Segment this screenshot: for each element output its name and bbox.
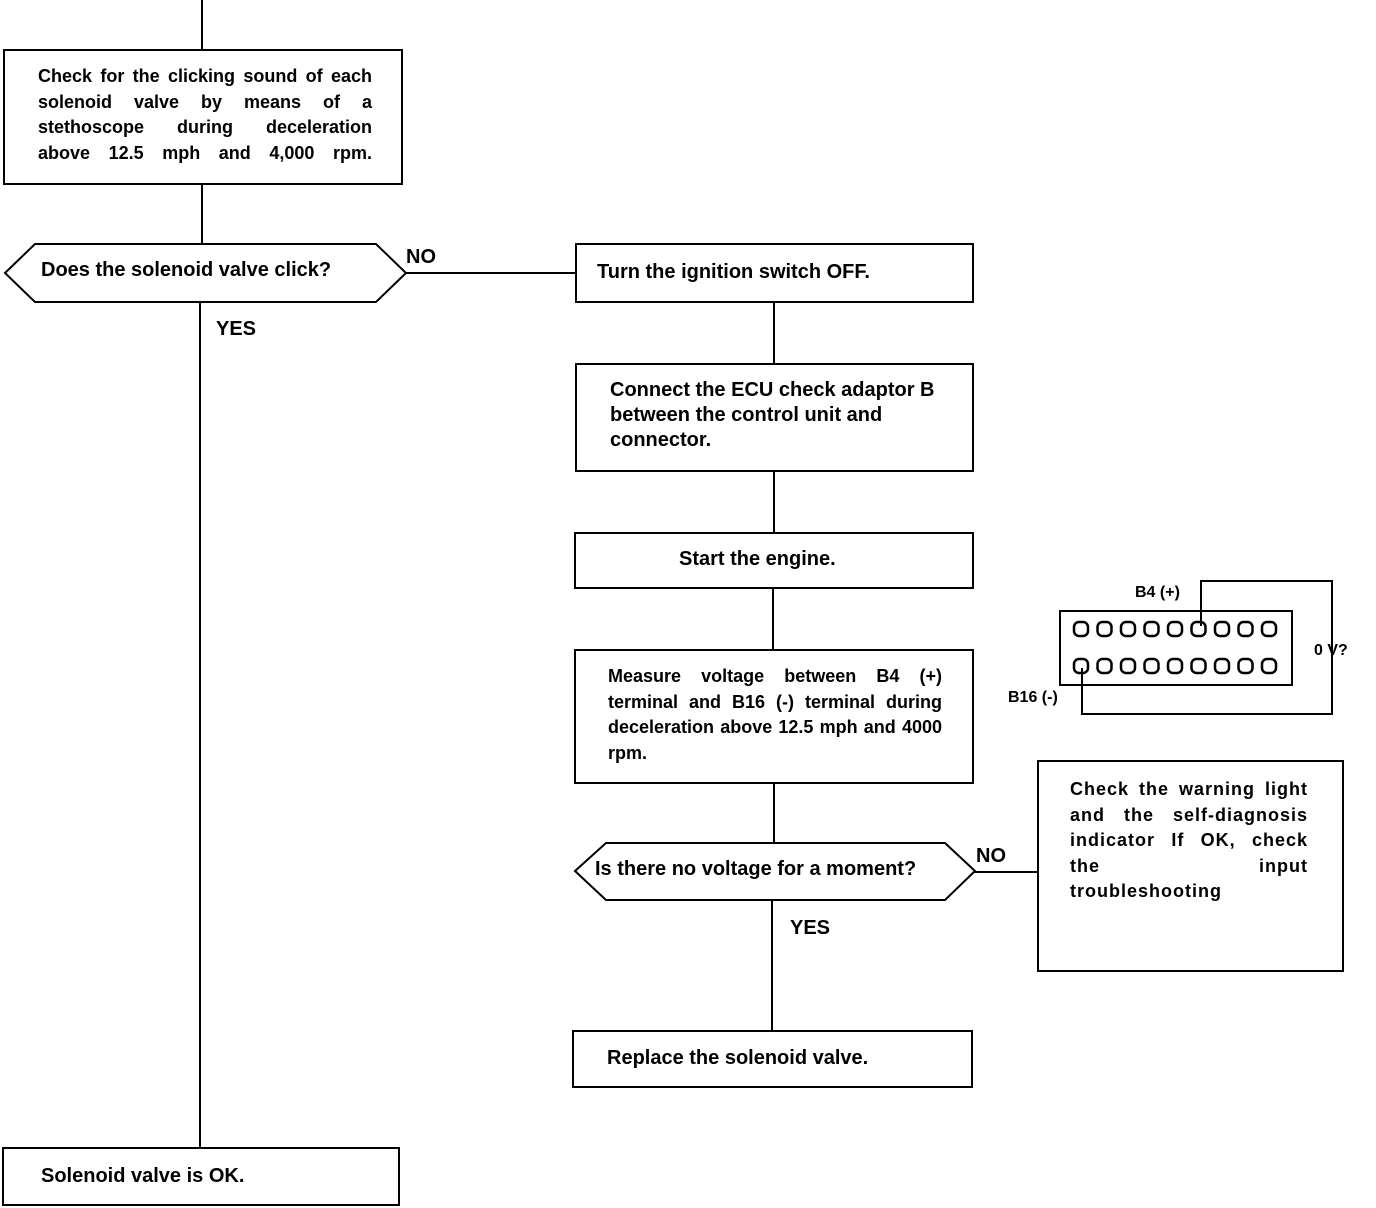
connector-line xyxy=(406,272,576,274)
no-label-1: NO xyxy=(406,246,436,268)
connector-pin xyxy=(1237,657,1254,675)
connector-line xyxy=(201,0,203,50)
yes-label-1: YES xyxy=(216,318,257,340)
connector-line xyxy=(973,871,1038,873)
connector-line xyxy=(773,471,775,533)
connector-pin xyxy=(1096,657,1113,675)
yes-label-2: YES xyxy=(790,917,831,939)
connector-pin xyxy=(1213,657,1231,675)
measure-voltage-text: Measure voltage between B4 (+) terminal … xyxy=(608,666,942,763)
connector-line xyxy=(772,588,774,650)
connector-pin xyxy=(1260,657,1278,675)
connector-pin xyxy=(1096,620,1113,638)
connector-pin xyxy=(1143,620,1160,638)
start-engine-text: Start the engine. xyxy=(679,548,836,570)
no-label-2: NO xyxy=(976,845,1006,867)
connector-pin xyxy=(1166,657,1184,675)
b4-label: B4 (+) xyxy=(1135,584,1180,601)
connector-pin xyxy=(1190,657,1207,675)
connector-line xyxy=(773,783,775,843)
connector-line xyxy=(201,184,203,244)
connector-pin xyxy=(1260,620,1278,638)
voltage-label: 0 V? xyxy=(1314,642,1348,659)
check-clicking-step: Check for the clicking sound of each sol… xyxy=(3,49,403,185)
connect-adaptor-step: Connect the ECU check adaptor B between … xyxy=(575,363,974,472)
ignition-off-text: Turn the ignition switch OFF. xyxy=(597,261,870,283)
connector-pin xyxy=(1143,657,1160,675)
connector-pin xyxy=(1072,657,1090,675)
connector-pin xyxy=(1237,620,1254,638)
connector-pin xyxy=(1166,620,1184,638)
connector-line xyxy=(773,302,775,364)
ignition-off-step: Turn the ignition switch OFF. xyxy=(575,243,974,303)
replace-valve-text: Replace the solenoid valve. xyxy=(607,1047,869,1069)
check-clicking-text: Check for the clicking sound of each sol… xyxy=(38,66,372,163)
check-warning-step: Check the warning light and the self-dia… xyxy=(1037,760,1344,972)
valve-ok-text: Solenoid valve is OK. xyxy=(41,1165,245,1187)
decision-click-text: Does the solenoid valve click? xyxy=(41,259,332,281)
connector-body xyxy=(1059,610,1293,686)
valve-ok-step: Solenoid valve is OK. xyxy=(2,1147,400,1206)
measure-voltage-step: Measure voltage between B4 (+) terminal … xyxy=(574,649,974,784)
decision-voltage-text: Is there no voltage for a moment? xyxy=(595,858,917,880)
connector-line xyxy=(771,901,773,1031)
connector-pin xyxy=(1213,620,1231,638)
check-warning-text: Check the warning light and the self-dia… xyxy=(1070,779,1308,901)
probe-wire-b4 xyxy=(1081,580,1333,715)
connector-line xyxy=(199,302,201,1148)
connector-pin xyxy=(1072,620,1090,638)
b16-label: B16 (-) xyxy=(1008,689,1058,706)
connector-pin xyxy=(1119,657,1137,675)
connector-pin xyxy=(1119,620,1137,638)
replace-valve-step: Replace the solenoid valve. xyxy=(572,1030,973,1088)
connector-pins xyxy=(1072,620,1278,675)
connector-pin xyxy=(1190,620,1207,638)
connect-adaptor-text: Connect the ECU check adaptor B between … xyxy=(610,379,935,451)
start-engine-step: Start the engine. xyxy=(574,532,974,589)
